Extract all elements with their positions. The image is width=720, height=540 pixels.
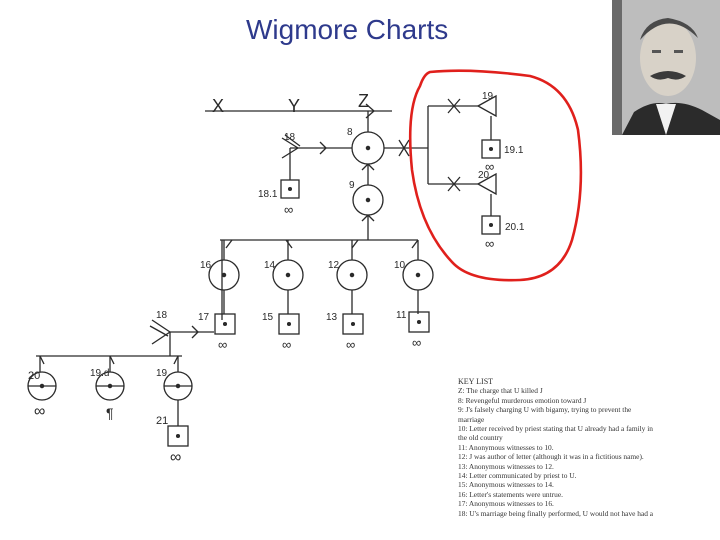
svg-text:∞: ∞ xyxy=(282,337,291,352)
svg-text:17: 17 xyxy=(198,312,210,323)
svg-text:14: 14 xyxy=(264,260,276,271)
node-21: 21 ∞ xyxy=(156,415,188,466)
key-entry: 13: Anonymous witnesses to 12. xyxy=(458,462,714,471)
node-14: 14 xyxy=(264,240,303,314)
svg-text:∞: ∞ xyxy=(170,449,181,466)
svg-text:20.1: 20.1 xyxy=(505,222,525,233)
svg-text:∞: ∞ xyxy=(485,236,494,251)
xyz-axis: X Y Z xyxy=(205,91,392,118)
node-9: 9 xyxy=(349,164,383,240)
node-8: 8 xyxy=(347,111,384,164)
svg-text:∞: ∞ xyxy=(284,202,293,217)
label-x: X xyxy=(212,96,224,116)
key-entry: 16: Letter's statements were untrue. xyxy=(458,490,714,499)
bus-9 xyxy=(220,240,418,320)
key-entry: 8: Revengeful murderous emotion toward J xyxy=(458,396,714,405)
svg-text:18: 18 xyxy=(156,310,168,321)
svg-text:∞: ∞ xyxy=(412,335,421,350)
svg-text:13: 13 xyxy=(326,312,338,323)
svg-text:19.d: 19.d xyxy=(90,368,109,379)
svg-text:18.1: 18.1 xyxy=(258,189,278,200)
key-list-title: KEY LIST xyxy=(458,377,714,386)
node-10: 10 xyxy=(394,240,433,314)
svg-text:16: 16 xyxy=(200,260,212,271)
key-entry: marriage xyxy=(458,415,714,424)
key-entry: Z: The charge that U killed J xyxy=(458,386,714,395)
svg-text:8: 8 xyxy=(347,127,353,138)
node-11: 11 ∞ xyxy=(396,310,429,350)
svg-text:¶: ¶ xyxy=(106,405,114,421)
node-13: 13 ∞ xyxy=(326,312,363,352)
key-entry: 18: U's marriage being finally performed… xyxy=(458,509,714,518)
svg-text:20: 20 xyxy=(478,170,490,181)
key-entry: 10: Letter received by priest stating th… xyxy=(458,424,714,433)
key-entry: 14: Letter communicated by priest to U. xyxy=(458,471,714,480)
node-20-upper: 20 20.1 ∞ xyxy=(478,170,525,251)
svg-text:10: 10 xyxy=(394,260,406,271)
svg-text:12: 12 xyxy=(328,260,340,271)
key-entry: 12: J was author of letter (although it … xyxy=(458,452,714,461)
node-20-lower: 20 ∞ xyxy=(28,370,56,420)
svg-text:11: 11 xyxy=(396,310,407,321)
key-entry: 11: Anonymous witnesses to 10. xyxy=(458,443,714,452)
key-entry: the old country xyxy=(458,433,714,442)
svg-text:20: 20 xyxy=(28,370,40,382)
key-list: KEY LIST Z: The charge that U killed J 8… xyxy=(458,377,714,540)
svg-text:∞: ∞ xyxy=(34,403,45,420)
node-18-upper: 18 18.1 ∞ xyxy=(258,132,352,217)
svg-text:21: 21 xyxy=(156,415,168,427)
label-z: Z xyxy=(358,91,369,111)
svg-text:19.1: 19.1 xyxy=(504,145,524,156)
label-y: Y xyxy=(288,96,300,116)
svg-text:18: 18 xyxy=(284,132,296,143)
svg-text:∞: ∞ xyxy=(346,337,355,352)
svg-text:15: 15 xyxy=(262,312,274,323)
key-entry: 9: J's falsely charging U with bigamy, t… xyxy=(458,405,714,414)
key-entry: 15: Anonymous witnesses to 14. xyxy=(458,480,714,489)
key-entry: 17: Anonymous witnesses to 16. xyxy=(458,499,714,508)
svg-text:19: 19 xyxy=(156,368,168,379)
link-8-19-20 xyxy=(384,99,478,191)
node-15: 15 ∞ xyxy=(262,312,299,352)
node-12: 12 xyxy=(328,240,367,314)
svg-text:∞: ∞ xyxy=(218,337,227,352)
node-19d-lower: 19.d ¶ xyxy=(90,368,124,421)
svg-text:19: 19 xyxy=(482,91,494,102)
node-16: 16 xyxy=(200,240,239,314)
svg-text:9: 9 xyxy=(349,180,355,191)
node-19-upper: 19 19.1 ∞ xyxy=(478,91,524,174)
